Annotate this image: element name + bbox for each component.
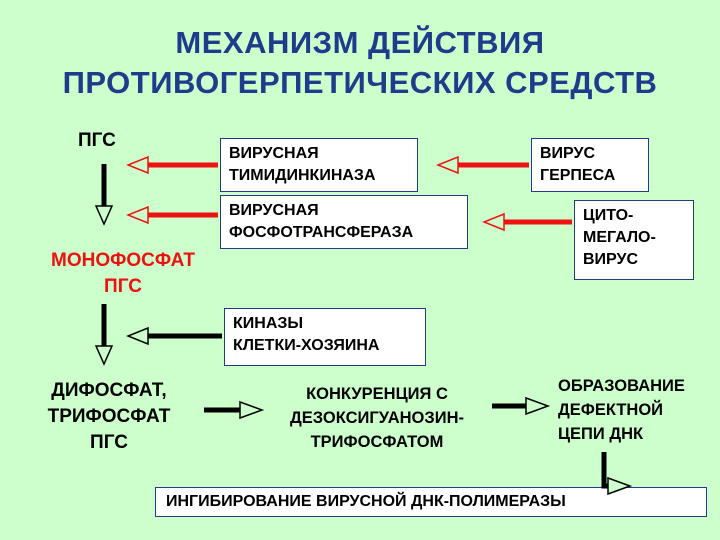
diphosphate-line-1: ДИФОСФАТ, <box>51 380 167 401</box>
cmv-line-1: ЦИТО- <box>583 207 634 224</box>
diphosphate-line-3: ПГС <box>90 432 128 453</box>
down-arrow-1 <box>94 164 114 226</box>
down-arrow-2 <box>94 304 114 366</box>
monophosphate-label: МОНОФОСФАТ ПГС <box>28 248 218 300</box>
competition-line-3: ТРИФОСФАТОМ <box>310 433 444 451</box>
diphosphate-label: ДИФОСФАТ, ТРИФОСФАТ ПГС <box>28 378 190 456</box>
defective-line-2: ДЕФЕКТНОЙ <box>558 401 664 419</box>
title-line-2: ПРОТИВОГЕРПЕТИЧЕСКИХ СРЕДСТВ <box>62 65 658 100</box>
viral-thymidine-kinase-box: ВИРУСНАЯ ТИМИДИНКИНАЗА <box>220 138 418 192</box>
inhibition-text: ИНГИБИРОВАНИЕ ВИРУСНОЙ ДНК-ПОЛИМЕРАЗЫ <box>166 493 566 510</box>
black-arrow-to-competition <box>204 400 265 420</box>
viral-pt-line-2: ФОСФОТРАНСФЕРАЗА <box>229 224 414 241</box>
defective-line-3: ЦЕПИ ДНК <box>558 425 644 443</box>
defective-line-1: ОБРАЗОВАНИЕ <box>558 377 685 395</box>
herpes-line-1: ВИРУС <box>540 145 596 162</box>
competition-line-2: ДЕЗОКСИГУАНОЗИН- <box>290 409 464 427</box>
monophosphate-line-2: ПГС <box>104 276 142 297</box>
herpes-virus-box: ВИРУС ГЕРПЕСА <box>531 138 649 192</box>
red-arrow-cmv <box>481 212 572 232</box>
black-arrow-host-kinases <box>125 326 222 346</box>
black-arrow-to-inhibition <box>601 452 633 496</box>
cmv-line-3: ВИРУС <box>583 251 639 268</box>
monophosphate-line-1: МОНОФОСФАТ <box>51 250 195 271</box>
viral-tk-line-1: ВИРУСНАЯ <box>229 145 319 162</box>
viral-phosphotransferase-box: ВИРУСНАЯ ФОСФОТРАНСФЕРАЗА <box>220 195 468 249</box>
competition-line-1: КОНКУРЕНЦИЯ С <box>306 385 448 403</box>
host-kinases-line-1: КИНАЗЫ <box>233 315 304 332</box>
black-arrow-to-defective <box>492 396 551 416</box>
viral-tk-line-2: ТИМИДИНКИНАЗА <box>229 167 376 184</box>
cmv-line-2: МЕГАЛО- <box>583 229 656 246</box>
host-kinases-line-2: КЛЕТКИ-ХОЗЯИНА <box>233 337 380 354</box>
competition-label: КОНКУРЕНЦИЯ С ДЕЗОКСИГУАНОЗИН- ТРИФОСФАТ… <box>262 382 492 454</box>
defective-dna-label: ОБРАЗОВАНИЕ ДЕФЕКТНОЙ ЦЕПИ ДНК <box>558 374 718 446</box>
diphosphate-line-2: ТРИФОСФАТ <box>47 406 171 427</box>
red-arrow-pt <box>125 205 218 225</box>
title-line-1: МЕХАНИЗМ ДЕЙСТВИЯ <box>175 25 545 60</box>
pgs-label: ПГС <box>78 130 116 151</box>
red-arrow-herpes <box>435 155 529 175</box>
viral-pt-line-1: ВИРУСНАЯ <box>229 202 319 219</box>
cytomegalovirus-box: ЦИТО- МЕГАЛО- ВИРУС <box>574 200 694 280</box>
herpes-line-2: ГЕРПЕСА <box>540 167 616 184</box>
host-cell-kinases-box: КИНАЗЫ КЛЕТКИ-ХОЗЯИНА <box>224 308 426 366</box>
red-arrow-tk <box>125 155 218 175</box>
